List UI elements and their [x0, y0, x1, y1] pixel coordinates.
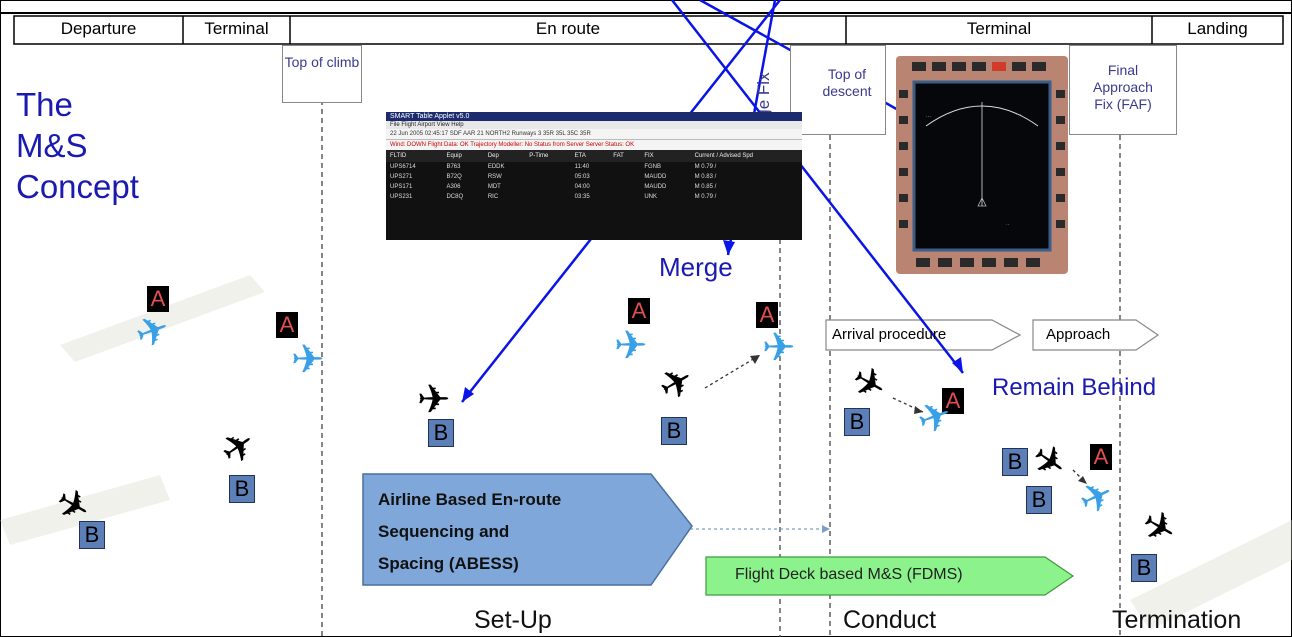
col-ptime: P-Time	[525, 150, 571, 162]
applet-table: FLTID Equip Dep P-Time ETA FAT FIX Curre…	[386, 150, 802, 202]
arrow-to-remain-behind	[671, 0, 964, 374]
aircraft-a-tag: A	[1090, 444, 1112, 470]
arrival-procedure-shape	[825, 319, 1022, 351]
runway-left-top	[60, 275, 265, 362]
svg-text:···: ···	[926, 114, 931, 120]
col-eta: ETA	[570, 150, 610, 162]
aircraft-b-tag: B	[844, 408, 870, 436]
approach-shape	[1032, 319, 1160, 351]
aircraft-b-tag: B	[428, 419, 454, 447]
applet-menu: File Flight Airport View Help	[386, 121, 802, 129]
concept-title: The M&S Concept	[16, 84, 139, 207]
abess-line-1: Airline Based En-route	[378, 490, 562, 509]
stage-conduct: Conduct	[843, 606, 937, 634]
applet-header-row: FLTID Equip Dep P-Time ETA FAT FIX Curre…	[386, 150, 802, 162]
col-fix: FIX	[640, 150, 691, 162]
top-of-climb-label: Top of climb	[282, 45, 362, 103]
aircraft-b-tag: B	[229, 475, 255, 503]
aircraft-a-icon: ✈	[291, 338, 325, 382]
runway-right-bottom	[1130, 520, 1292, 630]
aircraft-b-icon: ✈	[417, 378, 451, 422]
cockpit-display: ··· ··· ··	[896, 56, 1068, 274]
aircraft-a-icon: ✈	[762, 326, 796, 370]
svg-text:··: ··	[1006, 222, 1010, 228]
col-dep: Dep	[483, 150, 526, 162]
remain-behind-label: Remain Behind	[992, 374, 1157, 401]
phase-landing: Landing	[1187, 19, 1248, 38]
faf-line-3: Fix (FAF)	[1094, 96, 1152, 112]
aircraft-b-tag: B	[79, 521, 105, 549]
aircraft-b-tag: B	[1002, 448, 1028, 476]
aircraft-a-tag: A	[942, 388, 964, 414]
title-line-2: M&S	[16, 127, 88, 164]
aircraft-a-icon: ✈	[614, 324, 648, 368]
phase-terminal-1: Terminal	[204, 19, 269, 38]
aircraft-b-tag: B	[1026, 486, 1052, 514]
aircraft-b-tag: B	[661, 417, 687, 445]
abess-shape	[362, 473, 693, 586]
cockpit-display-graphic: ··· ··· ··	[899, 62, 1065, 267]
col-fat: FAT	[609, 150, 641, 162]
fdms-label: Flight Deck based M&S (FDMS)	[735, 566, 963, 583]
applet-title: SMART Table Applet v5.0	[386, 112, 802, 121]
phase-en-route: En route	[535, 19, 601, 38]
stage-termination: Termination	[1112, 606, 1242, 634]
approach-label: Approach	[1046, 326, 1111, 343]
aircraft-a-tag: A	[276, 312, 298, 338]
merge-label: Merge	[659, 252, 733, 282]
abess-label: Airline Based En-route Sequencing and Sp…	[378, 484, 561, 580]
applet-status-bar: Wind: DOWN Flight Data: OK Trajectory Mo…	[386, 140, 802, 150]
top-of-descent-label: Top of descent	[790, 45, 886, 135]
bezel-buttons-side	[899, 90, 1065, 228]
title-line-1: The	[16, 86, 73, 123]
col-equip: Equip	[442, 150, 484, 162]
phase-departure: Departure	[60, 19, 137, 38]
phase-terminal-2: Terminal	[966, 19, 1032, 38]
col-speed: Current / Advised Spd	[690, 150, 802, 162]
bezel-buttons-top	[912, 62, 1046, 71]
faf-line-1: Final	[1107, 62, 1139, 78]
aircraft-b-tag: B	[1131, 554, 1157, 582]
col-fltid: FLTID	[386, 150, 443, 162]
stage-set-up: Set-Up	[474, 606, 552, 634]
merge-dotted-arrow	[704, 354, 761, 389]
aircraft-a-tag: A	[756, 302, 778, 328]
title-line-3: Concept	[16, 168, 139, 205]
smart-table-applet: SMART Table Applet v5.0 File Flight Airp…	[386, 112, 802, 240]
faf-line-2: Approach	[1093, 79, 1153, 95]
runway-left-bottom	[0, 475, 170, 545]
aircraft-a-tag: A	[147, 286, 169, 312]
aircraft-a-tag: A	[628, 298, 650, 324]
svg-text:···: ···	[1016, 112, 1021, 118]
bezel-buttons-bottom	[916, 258, 1040, 267]
arrival-procedure-label: Arrival procedure	[832, 326, 947, 343]
abess-line-3: Spacing (ABESS)	[378, 554, 519, 573]
faf-label: Final Approach Fix (FAF)	[1069, 45, 1177, 135]
fdms-shape	[705, 556, 1075, 596]
phase-bar	[13, 15, 1284, 45]
abess-line-2: Sequencing and	[378, 522, 510, 541]
applet-info-bar: 22 Jun 2005 02:45:17 SDF AAR 21 NORTH2 R…	[386, 129, 802, 140]
